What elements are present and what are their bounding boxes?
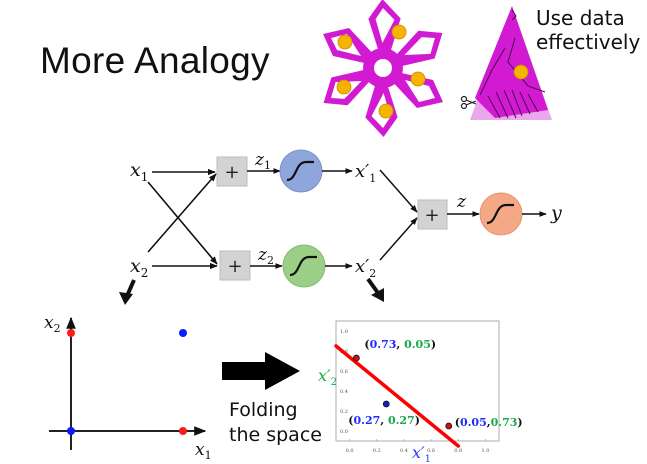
- folded-paper-illustration: [460, 6, 552, 120]
- caption-folding-line1: Folding: [229, 399, 298, 421]
- chart1-y-label: x2: [44, 313, 61, 335]
- caption-folding-line2: the space: [229, 424, 322, 446]
- network-diagram: x1 x2 + + z1 z2: [130, 149, 562, 288]
- chart-original-space: x2 x1: [44, 313, 212, 462]
- svg-text:+: +: [227, 256, 242, 277]
- chart1-point-blue: [179, 329, 187, 337]
- caption-use-data: Use data effectively: [536, 6, 640, 54]
- input-x2-label: x2: [130, 255, 148, 280]
- snowflake-dot: [378, 103, 394, 119]
- chart2-ytick-label: 0.4: [340, 389, 348, 395]
- snowflake-dot: [410, 71, 426, 87]
- chart2-point-red: [352, 354, 360, 362]
- sigmoid-icon: [286, 160, 314, 182]
- chart2-xtick-label: 0.2: [373, 448, 381, 454]
- chart2-frame: [335, 320, 500, 442]
- sigmoid-icon: [289, 255, 317, 277]
- chart2-xtick-label: 0.4: [400, 448, 408, 454]
- z2-label: z2: [257, 245, 274, 267]
- paper-snowflake-illustration: [323, 0, 443, 137]
- chart1-x-label: x1: [195, 440, 212, 462]
- chart2-ytick-label: 0.0: [340, 429, 348, 435]
- edge-x2-to-sum1: [147, 173, 217, 253]
- input-x1-label: x1: [130, 159, 148, 184]
- chart-folded-space: 0.00.20.40.60.81.00.00.20.40.60.81.0 (0.…: [318, 320, 523, 464]
- down-arrow-right: [366, 277, 384, 302]
- chart2-x-label: x′1: [412, 443, 431, 464]
- output-y-label: y: [550, 202, 562, 224]
- sigmoid-icon: [486, 203, 514, 225]
- chart2-xtick-label: 1.0: [481, 448, 489, 454]
- chart2-decision-line: [334, 344, 460, 448]
- chart2-ytick-label: 0.2: [340, 409, 348, 415]
- edge-x1-to-sum2: [147, 181, 218, 265]
- z-label: z: [456, 192, 467, 212]
- caption-folding: Folding the space: [229, 398, 322, 448]
- chart2-point-red: [445, 422, 453, 430]
- slide-title: More Analogy: [40, 40, 270, 81]
- sigmoid-node-3: [479, 192, 523, 236]
- scissors-icon: [460, 95, 477, 110]
- svg-text:+: +: [224, 162, 239, 183]
- chart1-point-red: [67, 329, 75, 337]
- sigmoid-node-1: [279, 149, 323, 193]
- big-right-arrow: [222, 352, 300, 390]
- chart2-xtick-label: 0.0: [346, 448, 354, 454]
- sum-node-2: +: [219, 250, 251, 281]
- sum-node-1: +: [216, 156, 248, 187]
- chart2-point-label: (0.05,0.73): [455, 416, 523, 429]
- snowflake-dot: [391, 24, 407, 40]
- chart1-point-red: [179, 427, 187, 435]
- chart2-xtick-label: 0.8: [454, 448, 462, 454]
- edge-x2p-to-sum3: [379, 217, 418, 261]
- caption-use-data-line1: Use data: [536, 6, 625, 30]
- snowflake-dot: [336, 79, 352, 95]
- folded-paper-dot: [513, 64, 529, 80]
- chart2-xtick-label: 0.6: [427, 448, 435, 454]
- svg-text:+: +: [424, 205, 439, 226]
- sigmoid-node-2: [282, 244, 326, 288]
- edge-x1p-to-sum3: [379, 169, 418, 213]
- chart2-y-label: x′2: [318, 366, 337, 388]
- chart2-point-blue: [382, 400, 390, 408]
- chart2-point-label: (0.27, 0.27): [348, 414, 420, 427]
- chart2-ytick-label: 1.0: [340, 329, 348, 335]
- hidden-x1p-label: x′1: [355, 161, 376, 185]
- hidden-x2p-label: x′2: [355, 256, 376, 280]
- caption-use-data-line2: effectively: [536, 30, 641, 54]
- sum-node-3: +: [417, 199, 448, 230]
- snowflake-dot: [337, 34, 353, 50]
- down-arrow-left: [119, 279, 136, 305]
- z1-label: z1: [254, 150, 271, 172]
- chart2-point-label: (0.73, 0.05): [364, 338, 436, 351]
- chart1-point-blue: [67, 427, 75, 435]
- chart2-ytick-label: 0.6: [340, 369, 348, 375]
